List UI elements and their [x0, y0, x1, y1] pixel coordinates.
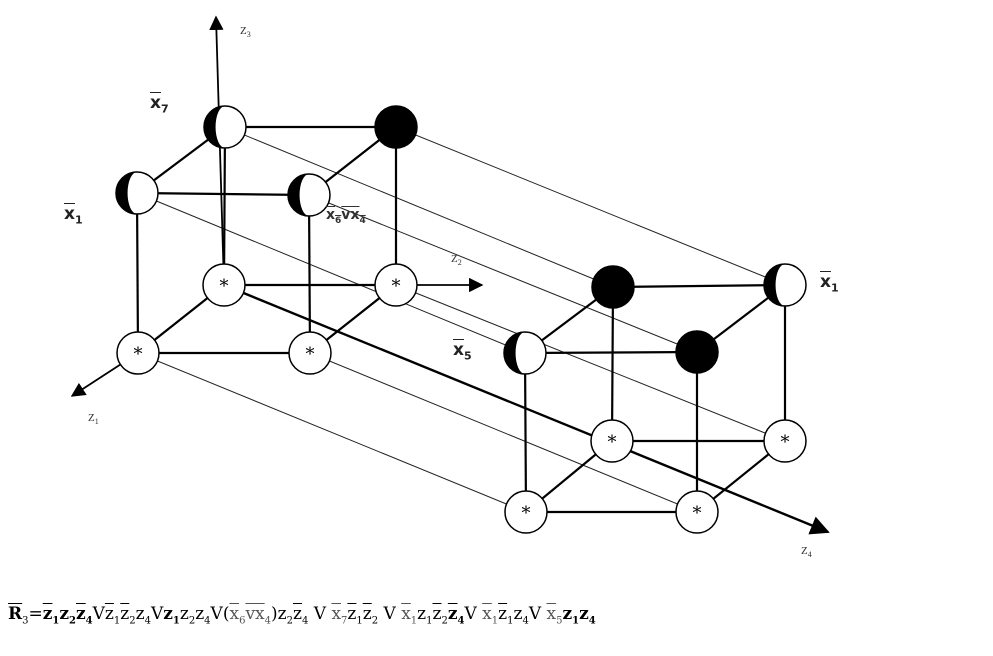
vertex-r-bbr: *: [763, 419, 807, 463]
svg-text:*: *: [693, 503, 702, 524]
formula-term-30: z1: [498, 604, 514, 627]
formula-term-33: x5: [546, 604, 563, 627]
formula-term-21: z1: [347, 604, 363, 627]
formula-term-27: z4: [447, 604, 465, 627]
connector-line-0: [224, 126, 614, 288]
formula-term-4: z1: [104, 604, 121, 627]
connector-line-5: [137, 352, 527, 513]
formula-term-3: V: [92, 604, 105, 624]
axes: [70, 15, 830, 535]
formula-term-8: z1: [163, 604, 180, 627]
svg-text:*: *: [781, 432, 790, 453]
axis-z3: [209, 15, 225, 286]
formula-term-15: x4: [255, 604, 272, 627]
cube-edge-15: [524, 350, 698, 355]
formula-term-13: x6: [229, 604, 246, 627]
label-x1-left: x1: [64, 204, 83, 227]
cube-edge-3: [136, 191, 310, 197]
formula-term-0: z1: [42, 604, 60, 627]
formula-term-19: V: [308, 604, 332, 624]
formula-term-32: V: [528, 604, 547, 624]
formula-term-7: V: [150, 604, 164, 624]
formula-term-1: z2: [59, 604, 77, 627]
vertex-l-fbr: *: [288, 331, 332, 375]
connector-line-6: [309, 352, 698, 513]
formula-term-29: x1: [482, 604, 499, 627]
vertex-l-bbl: *: [202, 263, 246, 307]
svg-text:*: *: [522, 503, 531, 524]
cube-edge-20: [523, 352, 528, 513]
connector-lines: [136, 126, 786, 513]
connector-line-4: [395, 284, 786, 442]
formula-term-10: z4: [195, 604, 211, 627]
svg-text:*: *: [306, 344, 315, 365]
cube-edge-11: [307, 194, 312, 354]
cube-vertices: * * * * * * * *: [115, 105, 807, 534]
formula-r3: R3=z1z2z4Vz1z2z4Vz1z2z4V(x6vx4)z2z4 V x7…: [8, 604, 596, 627]
label-x6-v-x4: x6vx4: [326, 207, 366, 226]
vertex-r-bbl: *: [590, 419, 634, 463]
svg-text:*: *: [392, 276, 401, 297]
formula-term-31: z4: [513, 604, 529, 627]
formula-term-14: v: [245, 604, 256, 624]
cube-edge-8: [135, 192, 140, 354]
connector-line-1: [395, 126, 786, 286]
formula-terms: z1z2z4Vz1z2z4Vz1z2z4V(x6vx4)z2z4 V x7z1z…: [42, 604, 596, 627]
vertex-r-fbl: *: [504, 490, 548, 534]
vertex-l-ftl: [115, 171, 159, 215]
formula-term-34: z1: [562, 604, 580, 627]
vertex-r-btl: [591, 265, 635, 309]
axis-label-z2: Z2: [451, 253, 462, 268]
cube-edge-21: [610, 286, 615, 442]
connector-line-3: [308, 194, 698, 353]
axis-label-z3: Z3: [240, 25, 251, 40]
vertex-l-fbl: *: [116, 331, 160, 375]
formula-term-11: V: [210, 604, 223, 624]
formula-term-2: z4: [76, 604, 93, 627]
formula-term-35: z4: [579, 604, 596, 627]
vertex-l-bbr: *: [374, 263, 418, 307]
axis-label-z4: Z4: [801, 545, 812, 560]
formula-term-12: (: [222, 604, 230, 624]
formula-term-5: z2: [120, 604, 136, 627]
formula-term-9: z2: [179, 604, 196, 627]
label-x1-right: x1: [820, 272, 839, 295]
formula-term-6: z4: [135, 604, 151, 627]
axis-label-z1: Z1: [88, 412, 99, 427]
formula-term-25: z1: [417, 604, 433, 627]
formula-term-20: x7: [331, 604, 348, 627]
cube-edge-9: [222, 126, 227, 286]
svg-text:*: *: [220, 276, 229, 297]
formula-term-16: ): [271, 604, 278, 624]
vertex-r-fbr: *: [675, 490, 719, 534]
vertex-l-btr: [374, 105, 418, 149]
formula-term-17: z2: [277, 604, 293, 627]
svg-text:*: *: [134, 344, 143, 365]
connector-line-2: [136, 192, 526, 354]
cube-edge-13: [612, 283, 786, 289]
formula-term-23: V: [378, 604, 402, 624]
vertex-l-btl: [203, 105, 247, 149]
formula-term-22: z2: [362, 604, 379, 627]
formula-term-26: z2: [432, 604, 448, 627]
label-x7: x7: [150, 93, 169, 116]
formula-term-24: x1: [401, 604, 418, 627]
svg-text:*: *: [608, 432, 617, 453]
formula-term-18: z4: [293, 604, 309, 627]
formula-lhs: R: [8, 604, 23, 624]
label-x5: x5: [453, 340, 472, 363]
formula-term-28: V: [464, 604, 483, 624]
vertex-r-ftl: [503, 331, 547, 375]
cube-edges: [135, 125, 787, 514]
vertex-r-btr: [763, 263, 807, 307]
vertex-r-ftr: [675, 330, 719, 374]
vertex-l-ftr: [287, 173, 331, 217]
